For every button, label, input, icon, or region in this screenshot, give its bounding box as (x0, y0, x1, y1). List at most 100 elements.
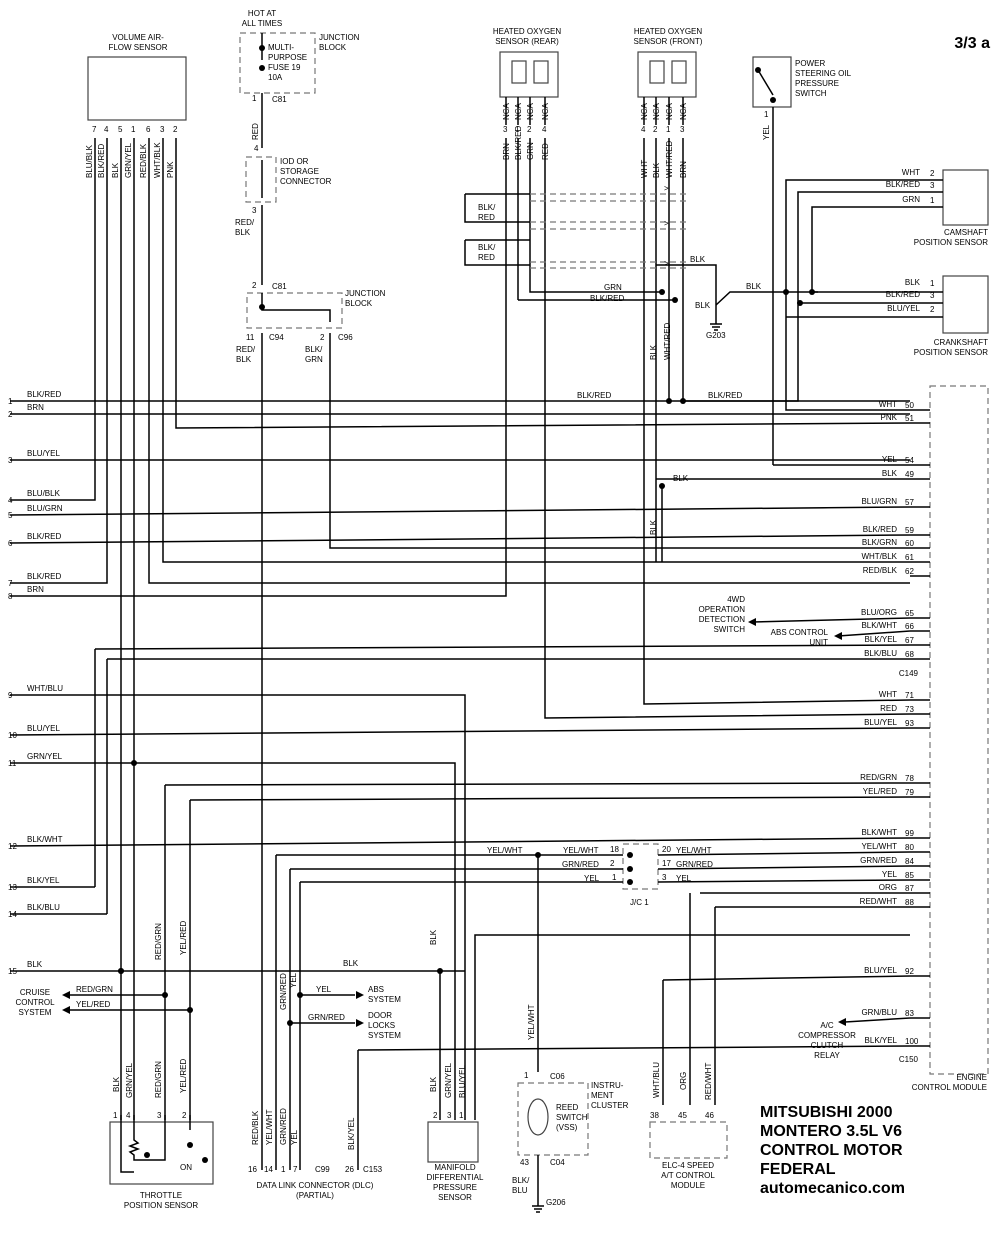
wire-color: BLK (27, 960, 43, 969)
pin-number: 3 (447, 1111, 452, 1120)
map-sensor-label: MANIFOLD (434, 1163, 476, 1172)
ecm-pin-color: BLK/WHT (861, 828, 897, 837)
ac-relay-label: RELAY (814, 1051, 840, 1060)
camshaft-label: CAMSHAFT (944, 228, 988, 237)
pin-number: 2 (610, 859, 615, 868)
map-sensor-label: DIFFERENTIAL (427, 1173, 484, 1182)
maf-pin-number: 5 (118, 125, 123, 134)
wire-color: BRN (27, 403, 44, 412)
door-locks-label: SYSTEM (368, 1031, 401, 1040)
wire-color: GRN (305, 355, 323, 364)
pin-number: 3 (503, 125, 508, 134)
pin-number: 46 (705, 1111, 714, 1120)
splice-dot (118, 968, 124, 974)
ecm-pin-number: 51 (905, 414, 914, 423)
crankshaft-sensor-box (942, 275, 989, 334)
ecm-pin-number: 65 (905, 609, 914, 618)
ho2-front-label: HEATED OXYGEN (634, 27, 703, 36)
maf-pin-color: WHT/BLK (153, 142, 162, 178)
ac-relay-label: COMPRESSOR (798, 1031, 856, 1040)
wire-color: YEL (676, 874, 692, 883)
shield-terminator: > (664, 259, 669, 268)
ecm-outline (929, 385, 989, 1075)
crankshaft-label: CRANKSHAFT (934, 338, 988, 347)
wire-color: BLK/ (512, 1176, 530, 1185)
connector-c150: C150 (899, 1055, 919, 1064)
wire-color: BLU (512, 1186, 528, 1195)
wire-color: BLK/RED (886, 290, 920, 299)
pin-number: 2 (182, 1111, 187, 1120)
wire (9, 506, 911, 516)
wire-color: RED/GRN (154, 1061, 163, 1098)
wire-color: BLK (649, 519, 658, 535)
tps-label: POSITION SENSOR (124, 1201, 198, 1210)
abs-system-label: SYSTEM (368, 995, 401, 1004)
pin-number: 4 (542, 125, 547, 134)
pin-number: 4 (641, 125, 646, 134)
wire (657, 879, 911, 883)
wire-color: RED/BLK (251, 1110, 260, 1145)
wire (357, 1045, 911, 1051)
wire-color: BLK (112, 1076, 121, 1092)
wire-color: GRN/RED (676, 860, 713, 869)
vss-label: (VSS) (556, 1123, 578, 1132)
pin-number: 1 (524, 1071, 529, 1080)
pin-number: 1 (252, 94, 257, 103)
instrument-cluster-label: MENT (591, 1091, 614, 1100)
iod-label: STORAGE (280, 167, 319, 176)
ecm-pin-color: WHT (879, 400, 897, 409)
ecm-pin-number: 87 (905, 884, 914, 893)
junction-block-label: JUNCTION (345, 289, 386, 298)
ecm-pin-color: ORG (879, 883, 897, 892)
pin-number: 1 (666, 125, 671, 134)
junction-block-label: BLOCK (319, 43, 347, 52)
wire-color: WHT/BLU (652, 1062, 661, 1098)
pin-number: 4 (254, 144, 259, 153)
wire (10, 694, 466, 1120)
wire-color: BLK/RED (590, 294, 624, 303)
ac-relay-label: A/C (820, 1021, 834, 1030)
ho2-rear-label: HEATED OXYGEN (493, 27, 562, 36)
ps-switch-label: PRESSURE (795, 79, 839, 88)
ecm-pin-number: 67 (905, 636, 914, 645)
wire-color: GRN/YEL (444, 1062, 453, 1098)
maf-pin-color: BLU/BLK (85, 144, 94, 178)
wire-color: RED/ (236, 345, 256, 354)
ecm-pin-number: 68 (905, 650, 914, 659)
pin-number: 16 (248, 1165, 257, 1174)
ac-relay-label: CLUTCH (811, 1041, 844, 1050)
cruise-label: CRUISE (20, 988, 50, 997)
pin-number: 2 (252, 281, 257, 290)
wire (148, 138, 910, 584)
title-line: automecanico.com (760, 1180, 905, 1197)
ecm-pin-color: GRN/RED (860, 856, 897, 865)
ecm-pin-color: RED/BLK (863, 566, 898, 575)
wire (811, 206, 943, 292)
ecm-pin-number: 99 (905, 829, 914, 838)
wire-color: YEL/WHT (487, 846, 523, 855)
pin-number: 3 (930, 291, 935, 300)
wire-color: YEL/RED (179, 921, 188, 955)
splice-dot (144, 1152, 150, 1158)
pin-number: 2 (653, 125, 658, 134)
ecm-pin-number: 88 (905, 898, 914, 907)
pin-number: 3 (252, 206, 257, 215)
connector-c06: C06 (550, 1072, 565, 1081)
ecm-pin-number: 83 (905, 1009, 914, 1018)
wire-color: BLU/YEL (887, 304, 920, 313)
wire-color: YEL (584, 874, 600, 883)
wire-color: YEL/WHT (527, 1004, 536, 1040)
wire-color: RED/GRN (154, 923, 163, 960)
wire-color: BLU/YEL (458, 1065, 467, 1098)
pin-number: 1 (281, 1165, 286, 1174)
splice-dot (680, 398, 686, 404)
shield-terminator: > (664, 219, 669, 228)
wire-color: BLK/BLU (27, 903, 60, 912)
ecm-pin-number: 78 (905, 774, 914, 783)
wire-color: BLK/RED (27, 390, 61, 399)
door-locks-arrow-icon (356, 1019, 364, 1027)
ecm-pin-number: 57 (905, 498, 914, 507)
maf-pin-number: 1 (131, 125, 136, 134)
crankshaft-label: POSITION SENSOR (914, 348, 988, 357)
wire (751, 617, 911, 623)
